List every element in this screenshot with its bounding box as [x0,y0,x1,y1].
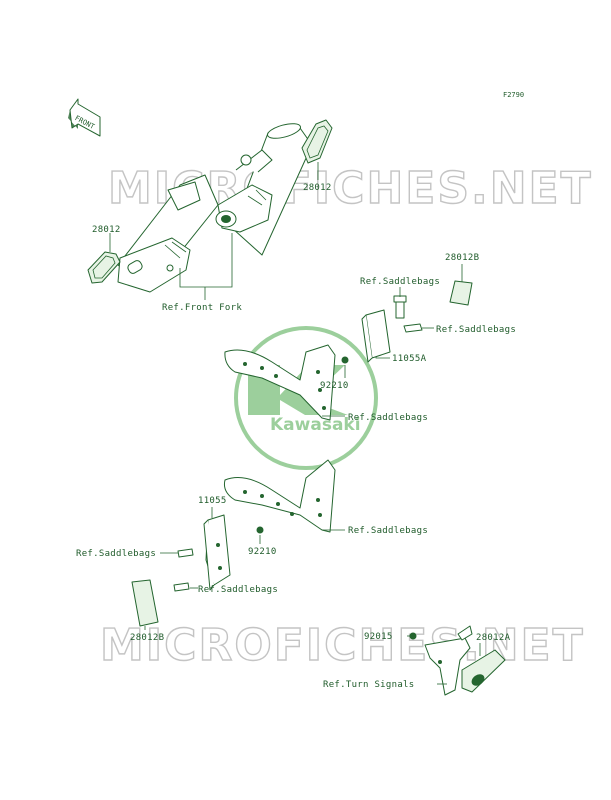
label-saddlebags-6: Ref.Saddlebags [198,585,278,595]
label-saddlebags-1: Ref.Saddlebags [360,277,440,287]
label-nut-92015: 92015 [364,632,393,642]
upper-bracket-assembly [224,280,473,421]
label-bracket-upper: 11055A [392,354,427,364]
label-washer-upper: 92210 [320,381,349,391]
svg-text:Kawasaki: Kawasaki [270,415,361,435]
label-reflector-rear: 28012A [476,633,511,643]
label-bracket-lower: 11055 [198,496,227,506]
watermark-bottom: MICROFICHES.NET [99,619,585,671]
label-saddlebags-4: Ref.Saddlebags [348,526,428,536]
lower-bracket-assembly [131,459,336,627]
label-saddlebags-3: Ref.Saddlebags [348,413,428,423]
label-seal-left: 28012 [92,225,121,235]
label-washer-lower: 92210 [248,547,277,557]
label-plate-lower: 28012B [130,633,164,643]
svg-text:MICROFICHES.NET: MICROFICHES.NET [100,620,585,671]
label-plate-upper: 28012B [445,253,479,263]
label-front-fork: Ref.Front Fork [162,303,242,313]
rear-reflector-assembly [409,625,506,696]
front-fork-assembly [87,119,333,293]
figure-id: F2790 [503,91,524,99]
label-seal-right: 28012 [303,183,332,193]
label-saddlebags-5: Ref.Saddlebags [76,549,156,559]
label-saddlebags-2: Ref.Saddlebags [436,325,516,335]
front-arrow-icon: FRONT [68,98,101,137]
label-turn-signals: Ref.Turn Signals [323,680,415,690]
